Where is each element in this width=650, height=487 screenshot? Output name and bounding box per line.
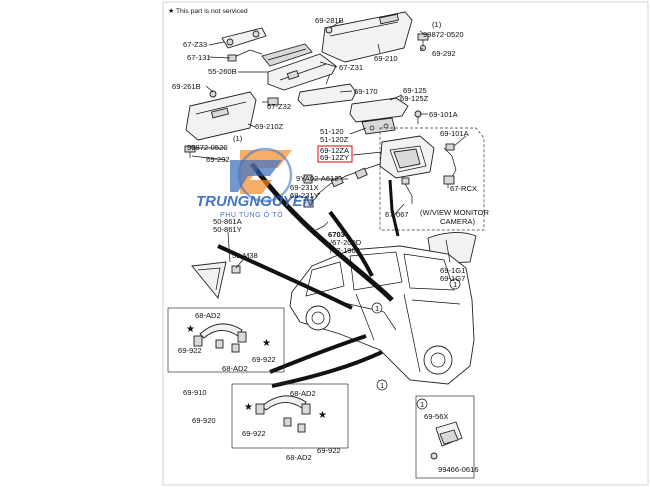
vehicle-body-outline bbox=[289, 245, 475, 385]
label-51-120: 51-120 bbox=[320, 127, 344, 136]
label-69-210: 69-210 bbox=[374, 54, 398, 63]
label-69-922d: 69-922 bbox=[317, 446, 341, 455]
label-67-rcx: 67-RCX bbox=[450, 184, 477, 193]
label-69-125z: 69-125Z bbox=[400, 94, 429, 103]
label-ref-1e: 1 bbox=[380, 381, 384, 390]
assist-grip-box-69-920: ★ ★ bbox=[231, 383, 349, 449]
label-69-281b: 69-281B bbox=[315, 16, 344, 25]
page-frame bbox=[162, 1, 649, 486]
label-67-190j: /67-190J bbox=[330, 246, 360, 255]
map-lamp-harness bbox=[227, 49, 263, 62]
label-69-922b: 69-922 bbox=[252, 355, 276, 364]
label-67-131: 67-131 bbox=[187, 53, 211, 62]
label-69-210z: 69-210Z bbox=[255, 122, 284, 131]
map-lamp-bracket bbox=[221, 27, 267, 49]
label-camera-note-1: (W/VIEW MONITOR bbox=[420, 208, 490, 217]
label-ref-1a: (1) bbox=[432, 20, 442, 29]
tow-hook-cover-box bbox=[415, 395, 475, 479]
label-69-12zy: 69-12ZY bbox=[320, 153, 349, 162]
visor-hook-clip-left bbox=[184, 145, 196, 158]
label-69-910: 69-910 bbox=[183, 388, 207, 397]
assist-grip-box-69-910: ★ ★ bbox=[167, 307, 285, 373]
label-69-170: 69-170 bbox=[354, 87, 378, 96]
label-68-ad2c: 68-AD2 bbox=[290, 389, 316, 398]
label-68-ad2a: 68-AD2 bbox=[195, 311, 221, 320]
door-mirror-bracket bbox=[361, 117, 396, 135]
label-69-920: 69-920 bbox=[192, 416, 216, 425]
label-67-z33: 67-Z33 bbox=[183, 40, 207, 49]
leader-lines bbox=[190, 20, 467, 269]
label-69-922c: 69-922 bbox=[242, 429, 266, 438]
overhead-console-lens bbox=[261, 43, 313, 67]
grab-handle-bracket bbox=[267, 97, 279, 106]
highlight-box bbox=[317, 145, 353, 163]
label-69-101a-top: 69-101A bbox=[429, 110, 459, 119]
label-67-z31: 67-Z31 bbox=[339, 63, 363, 72]
label-ref-1d: 1 bbox=[375, 304, 379, 313]
svg-text:★: ★ bbox=[318, 410, 327, 421]
label-67-067: 67-067 bbox=[385, 210, 409, 219]
label-68-ad2b: 68-AD2 bbox=[222, 364, 248, 373]
callout-circles bbox=[371, 278, 461, 410]
label-69-12za: 69-12ZA bbox=[320, 146, 350, 155]
antenna-6703 bbox=[315, 221, 329, 231]
label-69-1g7: 69-1G7 bbox=[440, 274, 465, 283]
label-99872-0520b: 99872-0520 bbox=[187, 143, 228, 152]
label-69-125: 69-125 bbox=[403, 86, 427, 95]
label-99466-0616: 99466-0616 bbox=[438, 465, 479, 474]
svg-text:★: ★ bbox=[244, 402, 253, 413]
label-69-922a: 69-922 bbox=[178, 346, 202, 355]
door-mirror-cover bbox=[349, 97, 409, 123]
overhead-console bbox=[267, 53, 337, 91]
mirror-screw bbox=[414, 110, 422, 124]
svg-text:★: ★ bbox=[186, 324, 195, 335]
part-labels: 69-281B (1) 99872-0520 69-292 69-210 67-… bbox=[172, 16, 490, 474]
rear-view-camera-group bbox=[379, 127, 485, 231]
label-55-260b: 55-260B bbox=[208, 67, 237, 76]
garnish-clips-69231 bbox=[303, 199, 314, 208]
label-69-231x: 69-231X bbox=[290, 183, 319, 192]
label-67-z32: 67-Z32 bbox=[267, 102, 291, 111]
label-50-861a: 50-861A bbox=[213, 217, 243, 226]
door-mirror-glass bbox=[379, 135, 435, 179]
sun-visor-left bbox=[185, 90, 257, 141]
label-9ya02-a612: 9YA02-A612 bbox=[296, 174, 339, 183]
label-ref-1c: 1 bbox=[453, 280, 457, 289]
label-69-56x: 69-56X bbox=[424, 412, 449, 421]
svg-text:★: ★ bbox=[262, 338, 271, 349]
watermark-brand: TRUNGNGUYEN bbox=[196, 193, 315, 210]
sun-visor-right bbox=[321, 11, 413, 63]
label-50-m38: 50-M38 bbox=[232, 251, 258, 260]
label-69-1g1: 69-1G1 bbox=[440, 266, 465, 275]
label-ref-1b: (1) bbox=[233, 134, 243, 143]
label-6703: 6703 bbox=[328, 230, 345, 239]
rearview-mirror bbox=[297, 73, 357, 107]
label-50-861y: 50-861Y bbox=[213, 225, 242, 234]
label-69-231y: 69-231Y bbox=[290, 191, 319, 200]
watermark-logo: TRUNGNGUYEN PHỤ TÙNG Ô TÔ bbox=[196, 147, 315, 219]
label-69-101a-box: 69-101A bbox=[440, 129, 470, 138]
label-51-120z: 51-120Z bbox=[320, 135, 349, 144]
label-69-292b: 69-292 bbox=[206, 155, 230, 164]
leader-sweeps bbox=[217, 162, 400, 388]
not-serviced-notice: ★ This part is not serviced bbox=[168, 7, 248, 15]
label-69-261b: 69-261B bbox=[172, 82, 201, 91]
label-99872-0520a: 99872-0520 bbox=[423, 30, 464, 39]
watermark-subtitle: PHỤ TÙNG Ô TÔ bbox=[220, 210, 283, 219]
label-69-292a: 69-292 bbox=[432, 49, 456, 58]
quarter-window-trim bbox=[191, 261, 241, 300]
label-67-200d: /67-200D bbox=[330, 238, 362, 247]
label-camera-note-2: CAMERA) bbox=[440, 217, 475, 226]
label-68-ad2d: 68-AD2 bbox=[286, 453, 312, 462]
label-ref-1f: 1 bbox=[420, 400, 424, 409]
